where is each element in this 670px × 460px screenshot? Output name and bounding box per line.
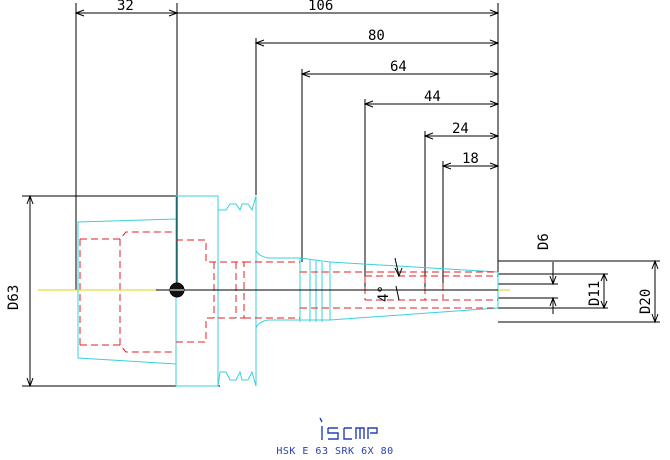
dim-106-label: 106 [308,0,333,14]
dim-d63: D63 [6,194,220,388]
iscar-logo [319,417,378,440]
dim-18-label: 18 [462,151,479,167]
dim-d6-label: D6 [536,233,552,250]
dim-24-label: 24 [452,121,469,137]
dim-64-label: 64 [390,59,407,75]
dim-32-label: 32 [117,0,134,14]
holder-outline [77,195,499,387]
dim-d20-label: D20 [638,289,654,314]
dim-44-label: 44 [424,89,441,105]
dim-d63-label: D63 [6,285,22,310]
dim-right-diameters: D20 D11 D6 [498,233,660,324]
hidden-lines [79,231,498,353]
angle-annotation: 4° [376,257,403,302]
dim-80-label: 80 [368,28,385,44]
drawing-caption: HSK E 63 SRK 6X 80 [276,446,394,457]
angle-label: 4° [376,285,392,302]
dim-d11-label: D11 [587,281,603,306]
horizontal-dimensions: 32 106 80 64 44 24 18 [74,0,500,290]
